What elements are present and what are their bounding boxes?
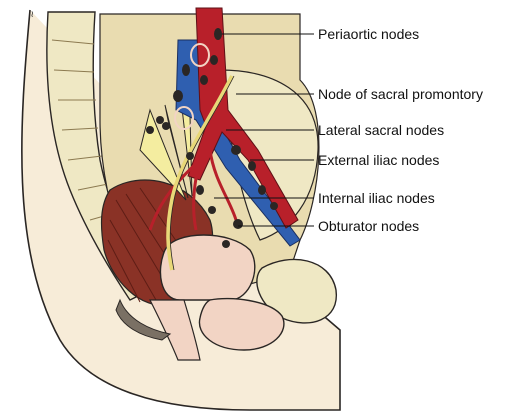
artist-signature: ~ [28,10,38,18]
label-obturator-nodes: Obturator nodes [318,218,420,234]
label-periaortic-nodes: Periaortic nodes [318,26,420,42]
perineal-tissue [115,298,172,341]
label-internal-iliac-nodes: Internal iliac nodes [318,190,435,206]
vertebra-lines [51,39,119,221]
periaortic-node-ring [190,43,210,67]
periaortic-node-ring [174,106,194,130]
label-external-iliac-nodes: External iliac nodes [318,152,440,168]
label-lateral-sacral-nodes: Lateral sacral nodes [318,122,445,138]
label-node-of-sacral-promontory: Node of sacral promontory [318,86,483,102]
ureter [166,75,234,271]
bladder [198,297,285,351]
leader-lines [214,33,314,227]
vagina-rectum [149,299,201,361]
uterus [159,234,256,301]
internal-iliac-branches [148,139,238,231]
lymph-nodes [146,28,278,248]
pubic-bone [256,258,337,324]
